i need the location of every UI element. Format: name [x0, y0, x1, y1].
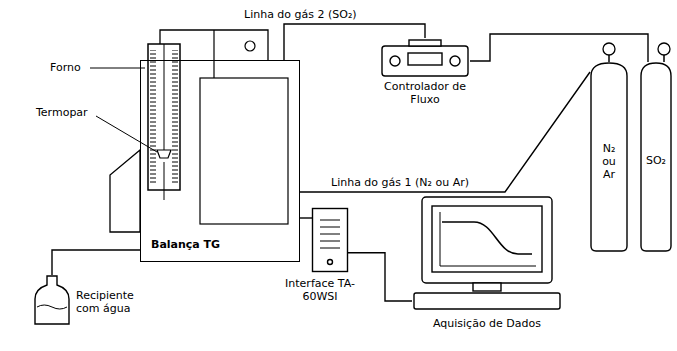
node-box: Balança TG: [140, 60, 300, 262]
balance-hanger: [213, 30, 214, 78]
interface-box: [313, 209, 348, 272]
vent-slot: [320, 248, 340, 249]
furnace-coil: [150, 50, 156, 184]
status-led: [328, 260, 333, 265]
water-level: [37, 305, 67, 309]
controller-knob: [390, 56, 400, 66]
water-bottle: [35, 276, 69, 324]
thermocouple: [164, 162, 165, 200]
node-label: N₂ ou Ar: [596, 142, 622, 181]
node-cyl: N₂ ou Ar: [590, 62, 628, 252]
vent-slot: [320, 234, 340, 235]
vent-slot: [320, 227, 340, 228]
plot-axes: [440, 212, 536, 266]
iface-outline: [312, 208, 348, 272]
monitor-stand: [473, 283, 501, 291]
gas-cylinder: [641, 63, 671, 251]
sample-pan: [157, 150, 171, 158]
node-cyl: SO₂: [640, 62, 672, 252]
node-label: Recipiente com água: [76, 289, 156, 315]
gas-line: [300, 217, 312, 218]
leader-line: [90, 68, 145, 69]
node-label: Aquisição de Dados: [412, 317, 562, 330]
tg-curve: [442, 222, 532, 254]
regulator-stem: [608, 55, 610, 62]
gas-cylinder: [591, 63, 627, 251]
line-label: Linha do gás 2 (SO₂): [242, 8, 359, 21]
vent-slot: [320, 241, 340, 242]
box-outline: [141, 61, 301, 263]
keyboard: [414, 293, 560, 309]
gas-line: [52, 250, 140, 275]
furnace-coil: [172, 50, 178, 184]
pc-outline: [412, 196, 562, 312]
node-iface: Interface TA-60WSI: [312, 208, 348, 272]
node-label: Interface TA-60WSI: [270, 277, 370, 303]
gas-line: [348, 253, 412, 301]
regulator-gauge: [658, 43, 670, 55]
flow-controller-body: [382, 46, 468, 76]
leader-line: [96, 116, 157, 152]
balance-chamber: [200, 78, 288, 224]
vent-slot: [320, 220, 340, 221]
balance-bulb: [245, 41, 255, 51]
part-label: Termopar: [36, 106, 88, 119]
regulator-stem: [663, 55, 665, 62]
node-bottle: Recipiente com água: [34, 275, 70, 325]
gas-line: [300, 72, 590, 192]
controller-knob: [450, 56, 460, 66]
controller-top: [409, 40, 441, 46]
gas-line: [470, 34, 648, 62]
node-label: SO₂: [642, 154, 670, 167]
node-label: Balança TG: [151, 238, 220, 251]
monitor: [422, 197, 552, 283]
part-label: Forno: [50, 61, 81, 74]
monitor-screen: [432, 206, 542, 272]
node-label: Controlador de Fluxo: [380, 80, 470, 106]
balance-base: [110, 150, 140, 232]
node-ctrl: Controlador de Fluxo: [380, 38, 470, 108]
controller-display: [408, 53, 442, 65]
regulator-gauge: [603, 43, 615, 55]
bottle-outline: [34, 275, 70, 325]
node-pc: Aquisição de Dados: [412, 196, 562, 312]
line-label: Linha do gás 1 (N₂ ou Ar): [329, 176, 471, 189]
